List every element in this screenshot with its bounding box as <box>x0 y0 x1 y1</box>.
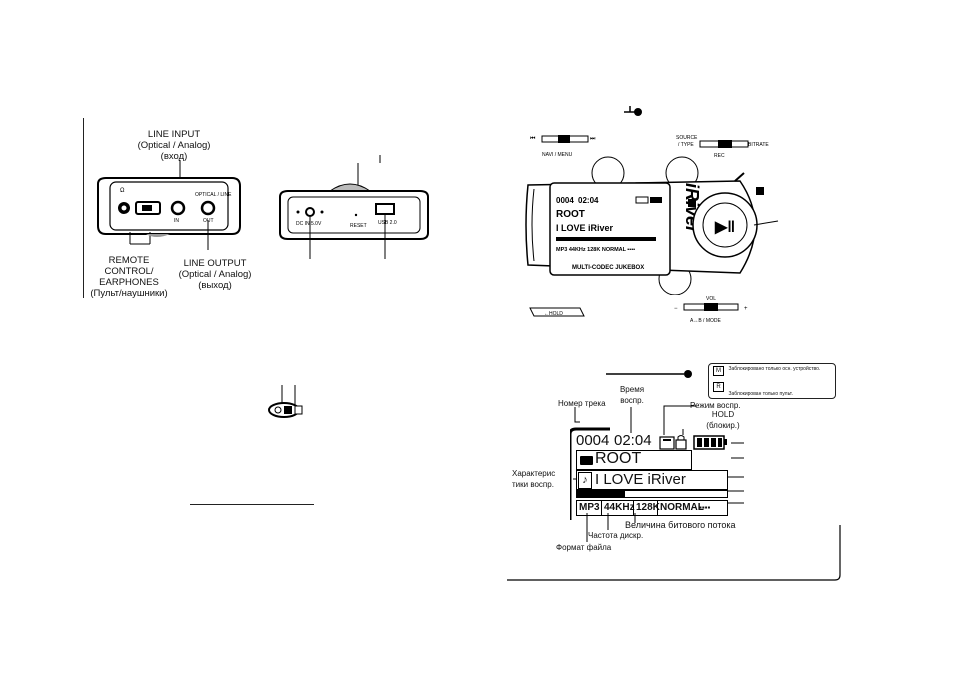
remote-control-label: REMOTE CONTROL/ EARPHONES (Пульт/наушник… <box>84 255 174 299</box>
line-output-title: LINE OUTPUT <box>183 258 247 269</box>
hold-notes-box: M Заблокировано только осн. устройство. … <box>708 363 836 399</box>
line-output-ru: (выход) <box>198 280 232 291</box>
label-bitrate: Величина битового потока <box>625 520 736 530</box>
reset-hole-icon <box>354 213 358 217</box>
line-out-jack-icon <box>200 200 216 216</box>
stop-icon <box>688 199 696 207</box>
svg-text:Ω: Ω <box>120 188 125 194</box>
usb-port-icon <box>375 203 395 215</box>
note-main: M Заблокировано только осн. устройство. <box>713 366 833 384</box>
svg-text:▶‖: ▶‖ <box>714 219 735 236</box>
lcd-dots: ▪▪▪▪ <box>699 503 711 512</box>
svg-text:⏭: ⏭ <box>590 136 596 142</box>
label-time-1: Время <box>619 385 645 394</box>
label-char-1: Характерис <box>512 469 556 478</box>
vol-mode-switch: VOL − + A↔B / MODE <box>674 296 748 324</box>
lcd-folder: ROOT <box>595 450 642 467</box>
lcd-format: MP3 <box>579 502 600 513</box>
svg-text:⏮: ⏮ <box>530 136 536 142</box>
svg-text:SOURCE: SOURCE <box>676 135 698 141</box>
label-time-2: воспр. <box>620 396 644 405</box>
lcd-folder-row: ROOT <box>576 450 692 470</box>
note-remote-text: Заблокирован только пульт. <box>728 391 793 397</box>
remote-line-1: REMOTE <box>108 255 150 266</box>
lcd-song: I LOVE iRiver <box>595 471 686 488</box>
lcd-progress <box>576 490 728 498</box>
label-mode: Режим воспр. <box>690 401 741 410</box>
svg-text:+: + <box>744 306 748 312</box>
source-rec-switch: SOURCE / TYPE BITRATE REC <box>676 135 769 159</box>
lcd-display: 0004 02:04 ROOT ♪ I LOVE iRiver MP3 44KH… <box>570 426 730 520</box>
svg-text:RESET: RESET <box>350 223 367 229</box>
lcd-freq: 44KHz <box>601 501 635 515</box>
label-freq: Частота дискр. <box>588 531 644 540</box>
line-input-sub: (Optical / Analog) <box>137 140 211 151</box>
lcd-time: 02:04 <box>614 432 652 449</box>
hold-lock-icon <box>675 439 687 450</box>
line-in-jack-icon <box>170 200 186 216</box>
underline-rule <box>190 504 314 505</box>
label-characteristics: Характерис тики воспр. <box>512 468 555 490</box>
line-output-label: LINE OUTPUT (Optical / Analog) (выход) <box>170 258 260 291</box>
remote-line-2: CONTROL/ <box>104 266 154 277</box>
lcd-callout-lines <box>507 405 841 581</box>
svg-text:/ TYPE: / TYPE <box>678 142 694 148</box>
svg-text:02:04: 02:04 <box>578 196 599 205</box>
svg-text:NAVI / MENU: NAVI / MENU <box>542 152 573 158</box>
lcd-status-icons <box>659 435 727 450</box>
svg-text:MULTI-CODEC JUKEBOX: MULTI-CODEC JUKEBOX <box>572 265 644 271</box>
lcd-track: 0004 <box>576 432 610 449</box>
left-vertical-rule <box>83 118 84 298</box>
svg-text:ROOT: ROOT <box>556 209 585 220</box>
lcd-frame <box>570 427 610 520</box>
svg-text:VOL: VOL <box>706 296 716 302</box>
lcd-eq: NORMAL <box>657 501 704 515</box>
svg-text:DC IN 5.0V: DC IN 5.0V <box>296 221 322 227</box>
player-bottom-view: DC IN 5.0V RESET USB 2.0 <box>279 155 429 259</box>
svg-text:REC: REC <box>714 153 725 159</box>
label-hold-1: HOLD <box>711 410 735 419</box>
label-hold: HOLD (блокир.) <box>698 409 748 431</box>
line-input-title: LINE INPUT <box>147 129 201 140</box>
player-front-view: 0004 02:04 ROOT I LOVE iRiver MP3 44KHz … <box>525 156 779 295</box>
label-format: Формат файла <box>556 543 612 552</box>
svg-text:MP3 44KHz 128K NORMAL ▪▪▪▪: MP3 44KHz 128K NORMAL ▪▪▪▪ <box>556 247 635 253</box>
line-output-sub: (Optical / Analog) <box>178 269 252 280</box>
label-time: Время воспр. <box>612 384 652 406</box>
player-top-view: Ω OPTICAL / LINE IN OUT <box>97 160 241 250</box>
note-m-icon: M <box>713 366 724 376</box>
navi-menu-switch: ⏮ ⏭ NAVI / MENU <box>530 135 596 158</box>
svg-text:USB 2.0: USB 2.0 <box>378 220 397 226</box>
music-note-icon: ♪ <box>578 472 592 489</box>
svg-text:0004: 0004 <box>556 196 574 205</box>
play-mode-icon <box>659 436 675 450</box>
note-main-text: Заблокировано только осн. устройство. <box>728 366 821 372</box>
svg-text:OPTICAL / LINE: OPTICAL / LINE <box>195 192 232 198</box>
dc-in-jack-icon <box>305 207 315 217</box>
svg-text:←HOLD: ←HOLD <box>544 311 563 317</box>
label-track-no: Номер трека <box>558 399 606 408</box>
remote-ru: (Пульт/наушники) <box>90 288 168 299</box>
svg-text:A↔B / MODE: A↔B / MODE <box>690 318 722 324</box>
svg-text:−: − <box>674 306 678 312</box>
note-r-icon: R <box>713 382 724 392</box>
lcd-progress-fill <box>577 491 625 497</box>
line-input-ru: (вход) <box>160 151 188 162</box>
display-title-marker <box>606 370 692 378</box>
remote-hold-icon <box>268 385 303 418</box>
svg-text:BITRATE: BITRATE <box>748 142 769 148</box>
label-char-2: тики воспр. <box>512 480 554 489</box>
lcd-bitrate: 128K <box>633 501 660 515</box>
line-input-label: LINE INPUT (Optical / Analog) (вход) <box>124 129 224 162</box>
title-marker-icon <box>624 106 642 116</box>
label-hold-2: (блокир.) <box>706 421 740 430</box>
lcd-song-row: ♪ I LOVE iRiver <box>576 470 728 490</box>
svg-text:I LOVE iRiver: I LOVE iRiver <box>556 223 614 233</box>
note-remote: R Заблокирован только пульт. <box>713 382 833 400</box>
remote-line-3: EARPHONES <box>99 277 159 288</box>
hold-switch: ←HOLD <box>529 307 585 317</box>
svg-text:IN: IN <box>174 218 179 224</box>
folder-icon <box>580 456 593 465</box>
lcd-info-row: MP3 44KHz 128K NORMAL ▪▪▪▪ <box>576 500 728 516</box>
